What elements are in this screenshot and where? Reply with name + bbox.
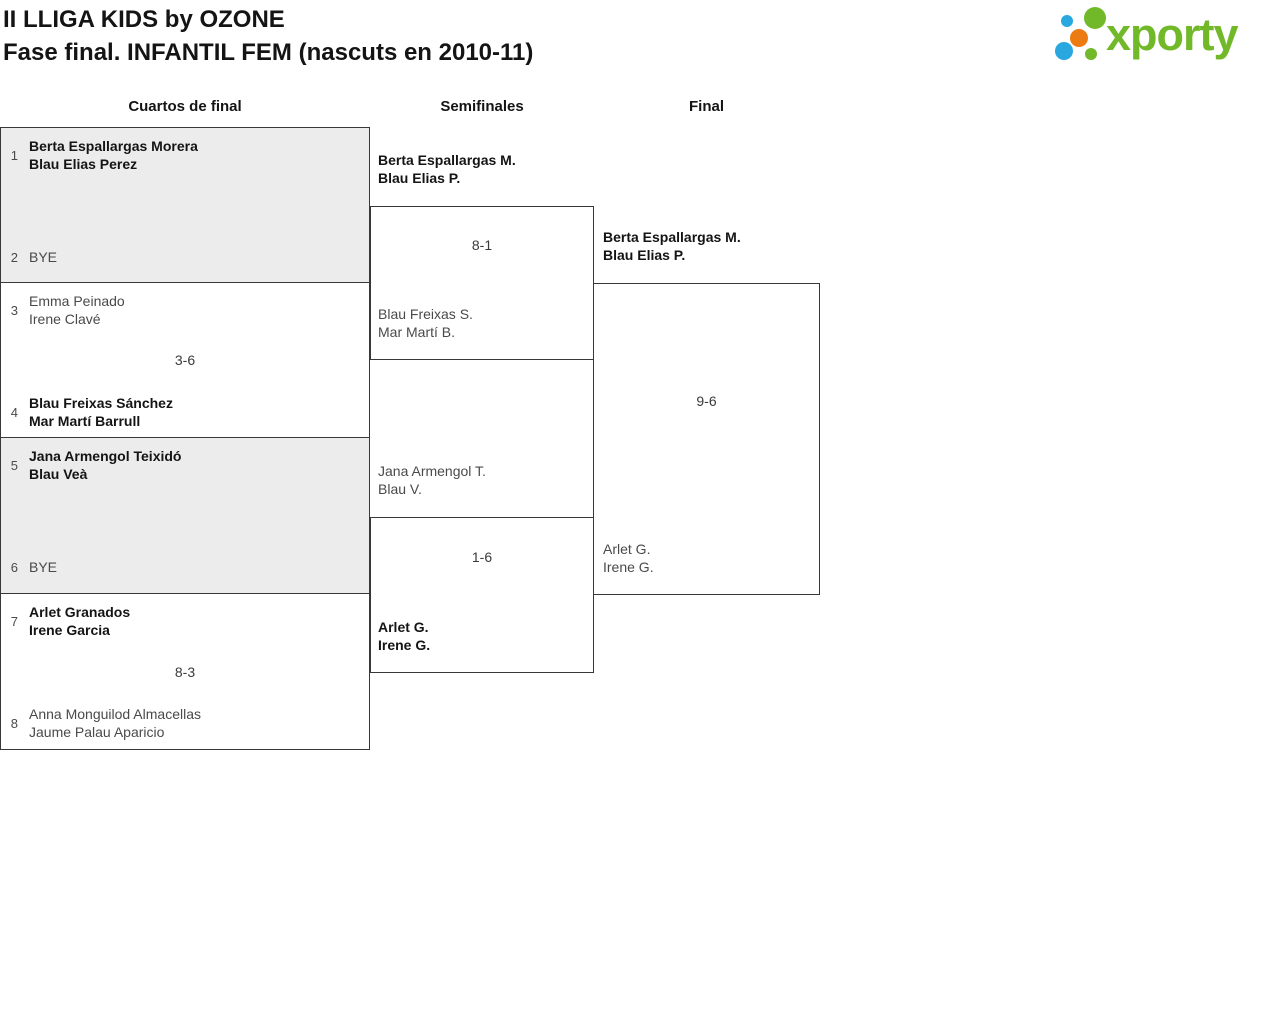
logo-wordmark: xporty [1106, 9, 1239, 60]
team-names: Berta Espallargas Morera Blau Elias Pere… [29, 137, 198, 173]
round-header-semifinales: Semifinales [440, 98, 524, 115]
seed-number: 8 [10, 715, 18, 731]
team-names: BYE [29, 248, 57, 266]
team-names: Jana Armengol T. Blau V. [378, 462, 486, 498]
player-name: Berta Espallargas M. [603, 229, 741, 245]
player-name: Irene Garcia [29, 622, 110, 638]
match-score: 8-3 [174, 663, 196, 680]
team-row: 5 Jana Armengol Teixidó Blau Veà [1, 447, 369, 483]
team-names: Arlet Granados Irene Garcia [29, 603, 130, 639]
bye-label: BYE [29, 559, 58, 575]
team-row: 2 BYE [1, 239, 369, 275]
team-names: Blau Freixas S. Mar Martí B. [378, 305, 473, 341]
team-row: 8 Anna Monguilod Almacellas Jaume Palau … [1, 705, 369, 741]
player-name: Jana Armengol Teixidó [29, 448, 182, 464]
team-names: Jana Armengol Teixidó Blau Veà [29, 447, 181, 483]
player-name: Blau Freixas S. [378, 306, 473, 322]
seed-number: 3 [10, 302, 18, 318]
final-match: Berta Espallargas M. Blau Elias P. 9-6 A… [593, 229, 820, 595]
quarterfinal-match-4: 7 Arlet Granados Irene Garcia 8-3 8 Anna… [0, 593, 370, 750]
player-name: Anna Monguilod Almacellas [29, 706, 201, 722]
round-header-cuartos-de-final: Cuartos de final [128, 98, 242, 115]
title-line-2: Fase final. INFANTIL FEM (nascuts en 201… [3, 39, 534, 66]
team-row: 6 BYE [1, 549, 369, 585]
player-name: Blau Veà [29, 466, 88, 482]
page-title: II LLIGA KIDS by OZONE Fase final. INFAN… [3, 3, 533, 69]
seed-number: 5 [10, 457, 18, 473]
quarterfinal-match-3: 5 Jana Armengol Teixidó Blau Veà 6 BYE [0, 437, 370, 594]
team-names: Arlet G. Irene G. [378, 618, 430, 654]
player-name: Jana Armengol T. [378, 463, 486, 479]
seed-number: 2 [10, 249, 18, 265]
team-names: Arlet G. Irene G. [603, 540, 654, 576]
seed-number: 4 [10, 404, 18, 420]
team-names: Berta Espallargas M. Blau Elias P. [378, 151, 516, 187]
quarterfinal-match-1: 1 Berta Espallargas Morera Blau Elias Pe… [0, 127, 370, 283]
logo-dot-orange-icon [1070, 29, 1088, 47]
team-names: Anna Monguilod Almacellas Jaume Palau Ap… [29, 705, 201, 741]
team-row: 3 Emma Peinado Irene Clavé [1, 292, 369, 328]
title-line-1: II LLIGA KIDS by OZONE [3, 6, 285, 33]
player-name: Blau Elias P. [603, 247, 686, 263]
team-names: BYE [29, 558, 57, 576]
player-name: Irene G. [378, 637, 431, 653]
logo-dot-green-large-icon [1084, 7, 1106, 29]
player-name: Emma Peinado [29, 293, 125, 309]
team-row: 4 Blau Freixas Sánchez Mar Martí Barrull [1, 394, 369, 430]
team-row: 7 Arlet Granados Irene Garcia [1, 603, 369, 639]
player-name: Irene G. [603, 559, 654, 575]
player-name: Arlet Granados [29, 604, 131, 620]
player-name: Blau Freixas Sánchez [29, 395, 173, 411]
player-name: Blau Elias P. [378, 170, 461, 186]
player-name: Blau Elias Perez [29, 156, 138, 172]
round-header-final: Final [688, 98, 724, 115]
player-name: Arlet G. [378, 619, 429, 635]
player-name: Blau V. [378, 481, 422, 497]
seed-number: 6 [10, 559, 18, 575]
match-score: 1-6 [471, 549, 493, 565]
team-row: 1 Berta Espallargas Morera Blau Elias Pe… [1, 137, 369, 173]
player-name: Berta Espallargas Morera [29, 138, 198, 154]
quarterfinal-match-2: 3 Emma Peinado Irene Clavé 3-6 4 Blau Fr… [0, 282, 370, 438]
semifinal-match-1: Berta Espallargas M. Blau Elias P. 8-1 B… [370, 152, 594, 360]
seed-number: 1 [10, 147, 18, 163]
match-score: 8-1 [471, 237, 493, 253]
logo-dot-green-small-icon [1085, 48, 1097, 60]
player-name: Irene Clavé [29, 311, 101, 327]
match-score: 9-6 [696, 393, 717, 409]
player-name: Jaume Palau Aparicio [29, 724, 165, 740]
match-score: 3-6 [174, 352, 196, 368]
bye-label: BYE [29, 249, 58, 265]
player-name: Mar Martí Barrull [29, 413, 141, 429]
team-names: Blau Freixas Sánchez Mar Martí Barrull [29, 394, 173, 430]
player-name: Arlet G. [603, 541, 651, 557]
player-name: Mar Martí B. [378, 324, 456, 340]
logo-dot-blue-small-icon [1061, 15, 1073, 27]
semifinal-match-2: Jana Armengol T. Blau V. 1-6 Arlet G. Ir… [370, 463, 594, 673]
team-names: Emma Peinado Irene Clavé [29, 292, 125, 328]
logo-dot-blue-large-icon [1055, 42, 1073, 60]
team-names: Berta Espallargas M. Blau Elias P. [603, 228, 741, 264]
seed-number: 7 [10, 613, 18, 629]
player-name: Berta Espallargas M. [378, 152, 516, 168]
